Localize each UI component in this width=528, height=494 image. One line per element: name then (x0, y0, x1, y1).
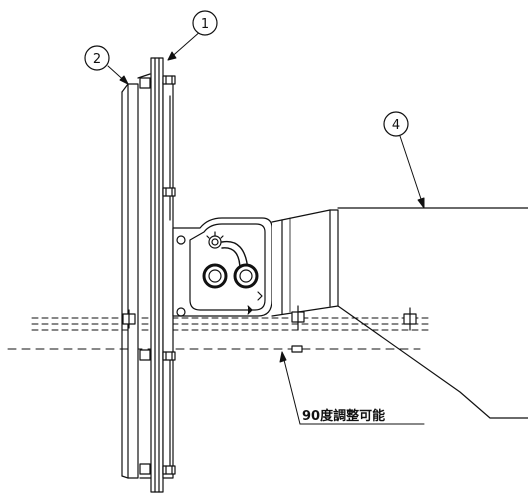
callout-2-label: 2 (93, 52, 101, 67)
callout-1: 1 (192, 10, 218, 36)
panel-part-2 (121, 73, 151, 479)
arm-body-part-4 (337, 207, 528, 419)
transition-collar (271, 209, 339, 317)
bracket-plate (172, 217, 273, 317)
callout-4: 4 (383, 111, 409, 137)
callout-leaders (107, 29, 425, 425)
dashed-reference-lines (7, 317, 431, 350)
callout-2: 2 (84, 45, 110, 71)
callout-4-label: 4 (392, 118, 400, 133)
post-bolts (139, 75, 176, 475)
rotation-bolts (122, 305, 417, 353)
adjustment-note: 90度調整可能 (302, 408, 385, 424)
callout-1-label: 1 (201, 17, 209, 32)
mounting-post-part-1 (139, 57, 174, 493)
